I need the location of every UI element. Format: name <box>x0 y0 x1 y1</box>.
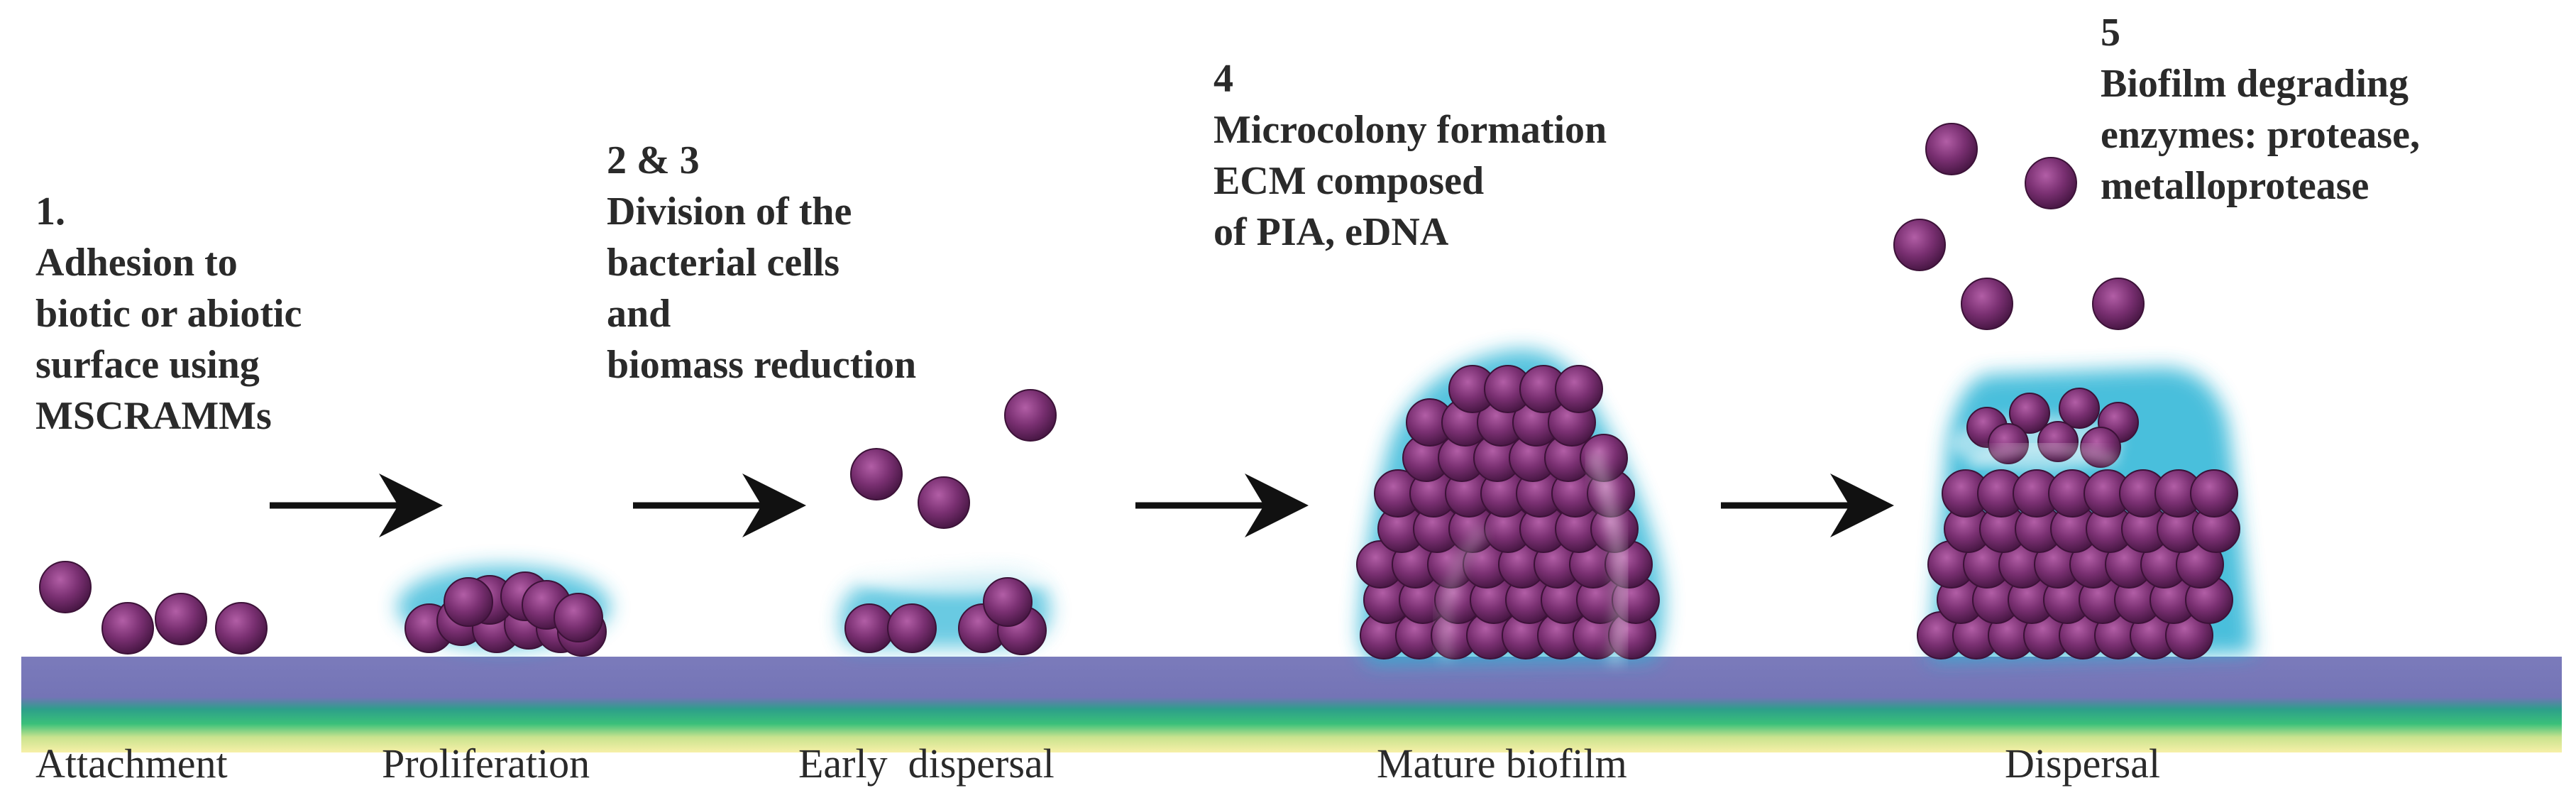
stage-number: 5 <box>2101 11 2120 55</box>
bacterial-cell-icon <box>2059 388 2100 429</box>
bacterial-cell-icon <box>1925 123 1978 175</box>
bacterial-cell-icon <box>2025 157 2077 209</box>
bacterial-cell-icon <box>887 603 937 653</box>
bacterial-cell-icon <box>101 602 154 655</box>
bacterial-cell-icon <box>215 602 268 655</box>
bacterial-cell-icon <box>1555 365 1603 413</box>
substrate-surface <box>21 657 2562 752</box>
bacterial-cell-icon <box>444 577 493 627</box>
bacterial-cell-icon <box>2190 469 2238 518</box>
stage-number: 4 <box>1213 57 1233 101</box>
stage-5-label: 5 Biofilm degrading enzymes: protease, m… <box>2101 7 2420 212</box>
stage-description-line: enzymes: protease, <box>2101 113 2420 157</box>
bacterial-cell-icon <box>1004 389 1057 442</box>
stage-description-line: of PIA, eDNA <box>1213 210 1449 254</box>
stage-description-line: and <box>607 292 671 336</box>
stage-description-line: Division of the <box>607 190 852 234</box>
caption-dispersal: Dispersal <box>2005 740 2161 787</box>
bacterial-cell-icon <box>2092 278 2145 330</box>
stage-4-label: 4 Microcolony formation ECM composed of … <box>1213 53 1607 258</box>
bacterial-cell-icon <box>918 476 970 529</box>
bacterial-cell-icon <box>2009 393 2050 434</box>
bacterial-cell-icon <box>1893 219 1946 271</box>
stage-description-line: biotic or abiotic <box>35 292 302 336</box>
bacterial-cell-icon <box>2037 421 2079 462</box>
bacterial-cells <box>39 123 2240 660</box>
stage-description-line: ECM composed <box>1213 159 1485 203</box>
stage-description-line: Biofilm degrading <box>2101 62 2409 106</box>
stage-description-line: biomass reduction <box>607 343 917 387</box>
mature-biofilm-water-channel-2 <box>1438 525 1488 662</box>
stage-description-line: bacterial cells <box>607 241 840 285</box>
bacterial-cell-icon <box>39 561 92 613</box>
mature-biofilm-water-channel <box>1585 451 1628 665</box>
caption-proliferation: Proliferation <box>382 740 590 787</box>
stage-description-line: Adhesion to <box>35 241 238 285</box>
bacterial-cell-icon <box>155 593 207 645</box>
caption-attachment: Attachment <box>35 740 228 787</box>
bacterial-cell-icon <box>844 603 894 653</box>
bacterial-cell-icon <box>983 577 1033 627</box>
caption-early-dispersal: Early dispersal <box>798 740 1055 787</box>
stage-description-line: MSCRAMMs <box>35 394 272 438</box>
dispersal-lens-outline <box>1967 444 2120 469</box>
bacterial-cell-icon <box>554 593 603 642</box>
bacterial-cell-icon <box>850 448 903 500</box>
stage-description-line: surface using <box>35 343 260 387</box>
stage-description-line: Microcolony formation <box>1213 108 1607 152</box>
stage-number: 1. <box>35 190 65 234</box>
stage-description-line: metalloprotease <box>2101 164 2369 208</box>
bacterial-cell-icon <box>1961 278 2013 330</box>
stage-1-label: 1. Adhesion to biotic or abiotic surface… <box>35 186 302 442</box>
caption-mature-biofilm: Mature biofilm <box>1377 740 1627 787</box>
stage-number: 2 & 3 <box>607 138 700 182</box>
stage-2-3-label: 2 & 3 Division of the bacterial cells an… <box>607 135 916 390</box>
